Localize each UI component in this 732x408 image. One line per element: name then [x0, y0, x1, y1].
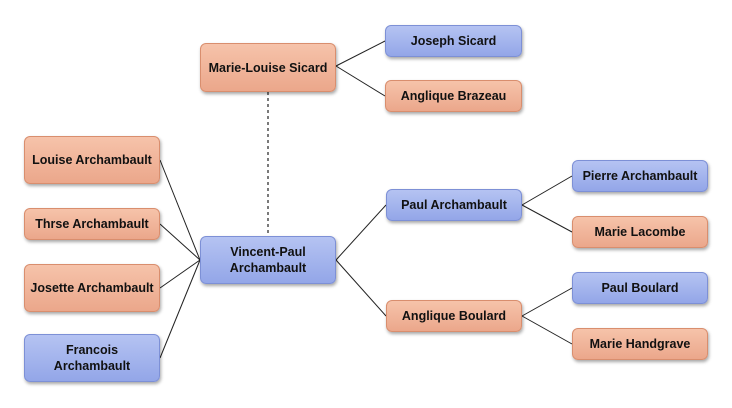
parent-link	[521, 204, 573, 233]
sibling-link	[159, 259, 201, 289]
sibling-link	[159, 259, 201, 359]
person-node-anglique-boulard[interactable]: Anglique Boulard	[386, 300, 522, 332]
person-name: Marie Handgrave	[589, 337, 691, 351]
parent-link	[521, 175, 573, 206]
person-node-joseph-sicard[interactable]: Joseph Sicard	[385, 25, 522, 57]
person-node-vincent-paul-archambault[interactable]: Vincent-Paul Archambault	[200, 236, 336, 284]
person-name: Marie-Louise Sicard	[208, 60, 328, 75]
person-node-louise-archambault[interactable]: Louise Archambault	[24, 136, 160, 184]
parent-link	[335, 259, 387, 317]
parent-link	[521, 315, 573, 345]
person-node-marie-louise-sicard[interactable]: Marie-Louise Sicard	[200, 43, 336, 92]
parent-link	[335, 204, 387, 261]
person-node-pierre-archambault[interactable]: Pierre Archambault	[572, 160, 708, 192]
person-name: Thrse Archambault	[35, 217, 149, 231]
person-node-marie-handgrave[interactable]: Marie Handgrave	[572, 328, 708, 360]
parent-link	[335, 65, 386, 97]
parent-link	[335, 40, 386, 67]
person-name: Francois Archambault	[53, 343, 131, 373]
person-node-marie-lacombe[interactable]: Marie Lacombe	[572, 216, 708, 248]
person-name: Anglique Boulard	[401, 309, 507, 323]
person-node-paul-boulard[interactable]: Paul Boulard	[572, 272, 708, 304]
person-name: Anglique Brazeau	[400, 89, 507, 103]
person-name: Pierre Archambault	[582, 169, 698, 183]
person-name: Josette Archambault	[30, 281, 154, 295]
person-name: Paul Boulard	[601, 281, 679, 295]
person-name: Vincent-Paul Archambault	[229, 245, 307, 275]
person-node-paul-archambault[interactable]: Paul Archambault	[386, 189, 522, 221]
person-node-thrse-archambault[interactable]: Thrse Archambault	[24, 208, 160, 240]
parent-link	[521, 287, 573, 317]
person-name: Louise Archambault	[32, 153, 152, 167]
person-name: Marie Lacombe	[594, 225, 686, 239]
person-node-francois-archambault[interactable]: Francois Archambault	[24, 334, 160, 382]
person-name: Paul Archambault	[401, 198, 507, 212]
sibling-link	[159, 159, 201, 261]
person-node-josette-archambault[interactable]: Josette Archambault	[24, 264, 160, 312]
person-name: Joseph Sicard	[410, 34, 497, 48]
sibling-link	[159, 223, 201, 261]
person-node-anglique-brazeau[interactable]: Anglique Brazeau	[385, 80, 522, 112]
